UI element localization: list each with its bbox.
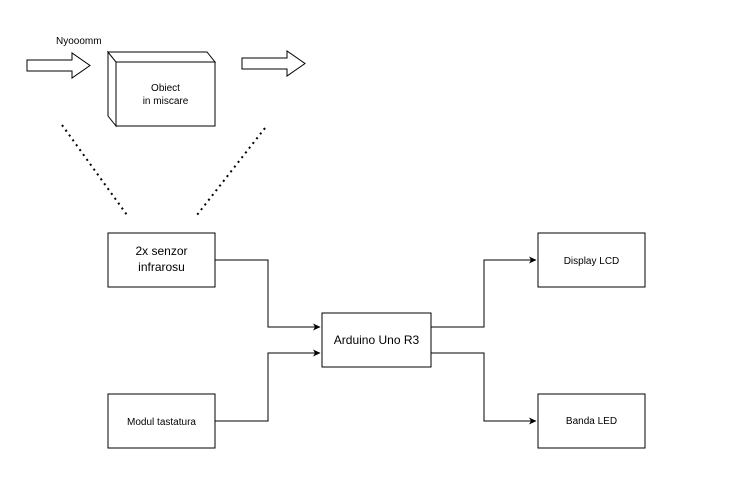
led-strip-label: Banda LED (566, 416, 617, 427)
ir-sensor-label-line2: infrarosu (138, 260, 185, 274)
keypad-module-label: Modul tastatura (127, 417, 196, 428)
lcd-display-block: Display LCD (537, 232, 646, 288)
ir-sensor-label-line1: 2x senzor (135, 244, 187, 258)
motion-label: Nyooomm (56, 36, 102, 47)
led-strip-block: Banda LED (537, 393, 646, 449)
connector-sensor-to-arduino (215, 259, 321, 331)
arduino-block: Arduino Uno R3 (321, 312, 432, 368)
keypad-module-block: Modul tastatura (107, 393, 216, 449)
connector-keypad-to-arduino (215, 349, 321, 422)
moving-object-cube: Obiect in miscare (106, 50, 217, 128)
moving-object-label-line1: Obiect (151, 83, 180, 94)
connector-arduino-to-lcd (431, 256, 537, 328)
lcd-display-label: Display LCD (564, 256, 620, 267)
moving-object-label-line2: in miscare (143, 96, 189, 107)
ir-sensor-block: 2x senzor infrarosu (107, 232, 216, 288)
left-block-arrow (26, 52, 91, 79)
arduino-label: Arduino Uno R3 (334, 333, 420, 347)
connector-arduino-to-led (431, 352, 537, 425)
sensor-beam-right (196, 127, 266, 216)
right-block-arrow (241, 50, 306, 77)
sensor-beam-left (61, 124, 128, 216)
